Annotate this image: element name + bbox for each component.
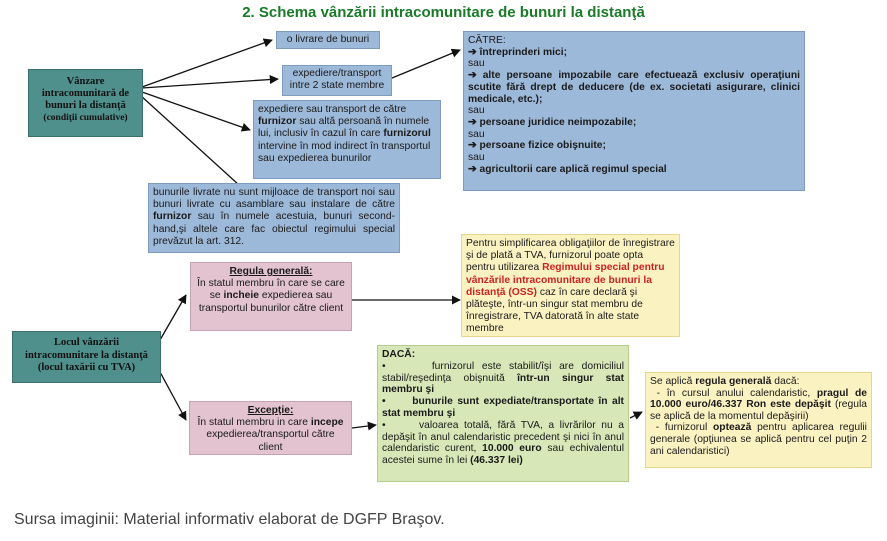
general-l2-b: optează: [712, 422, 752, 434]
recipient-text-2: alte persoane impozabile care efectuează…: [468, 70, 800, 105]
arrow-to-cond4: [139, 94, 251, 196]
rule-bold: incheie: [223, 290, 259, 302]
if-c3-a: valoarea totală, fără TVA, a livrărilor …: [382, 419, 624, 455]
recipient-item-2: ➔ alte persoane impozabile care efectuea…: [468, 70, 800, 105]
cond3-p3: intervine în mod indirect în transportul…: [258, 140, 431, 164]
oss-regime-highlight: Regimului special pentru vânzările intra…: [466, 262, 665, 298]
place-line2: intracomunitare la distanţă: [25, 349, 148, 361]
image-caption: Sursa imaginii: Material informativ elab…: [14, 511, 445, 528]
arrow-to-exception: [159, 371, 187, 421]
general-item-1: - în cursul anului calendaristic, pragul…: [650, 388, 867, 423]
recipients-box: CĂTRE: ➔ întreprinderi mici; sau ➔ alte …: [463, 31, 805, 191]
cond3-furnizor1: furnizor: [258, 116, 297, 128]
arrow-right-icon: ➔: [468, 70, 477, 82]
if-c1-b: într-un singur stat membru şi: [382, 372, 624, 396]
recipient-text-5: agricultorii care aplică regimul special: [479, 163, 667, 175]
condition-supply-text: o livrare de bunuri: [286, 34, 370, 45]
sale-box: Vânzare intracomunitară de bunuri la dis…: [28, 69, 143, 137]
recipient-item-5: ➔ agricultorii care aplică regimul speci…: [468, 164, 800, 176]
exception-box: Excepţie: În statul membru in care incep…: [189, 401, 352, 455]
recipient-text-1: întreprinderi mici;: [479, 46, 568, 58]
if-c1-a: furnizorul este stabilit/îşi are domicil…: [382, 360, 624, 384]
general-l1-c: (regula se aplică de la momentul depăşir…: [650, 399, 867, 422]
condition-transport: expediere/transport intre 2 state membre: [282, 65, 392, 96]
rule-p1: În statul membru în care se care se: [197, 278, 345, 302]
if-condition-1: • furnizorul este stabilit/îşi are domic…: [382, 361, 624, 396]
arrow-to-cond3: [141, 91, 251, 132]
if-c3-b: 10.000 euro: [482, 443, 542, 455]
general-item-2: - furnizorul optează pentru aplicarea re…: [650, 422, 867, 457]
page-title: 2. Schema vânzării intracomunitare de bu…: [242, 4, 645, 21]
recipient-item-3: ➔ persoane juridice neimpozabile;: [468, 117, 800, 129]
arrow-to-cond1: [141, 38, 273, 88]
if-condition-3: • valoarea totală, fără TVA, a livrărilo…: [382, 420, 624, 467]
recipient-item-4: ➔ persoane fizice obişnuite;: [468, 140, 800, 152]
bullet-icon: •: [382, 360, 386, 372]
cond4-furnizor: furnizor: [153, 211, 192, 223]
general-l1-a: - în cursul anului calendaristic,: [656, 387, 811, 399]
sale-line2: intracomunitară de: [41, 88, 130, 99]
recipients-heading: CĂTRE:: [468, 35, 506, 46]
general-p2: dacă:: [774, 376, 800, 387]
oss-p1: Pentru simplificarea obligaţiilor de înr…: [466, 238, 675, 274]
place-line1: Locul vânzării: [53, 337, 120, 348]
conditions-if-box: DACĂ: • furnizorul este stabilit/îşi are…: [377, 345, 629, 482]
arrow-right-icon: ➔: [468, 163, 477, 175]
or-label-3: sau: [468, 128, 485, 140]
arrow-right-icon: ➔: [468, 140, 477, 152]
arrow-to-if: [351, 421, 377, 431]
bullet-icon: •: [382, 419, 386, 431]
if-condition-2: • bunurile sunt expediate/transportate î…: [382, 396, 624, 420]
if-c2: bunurile sunt expediate/transportate în …: [382, 396, 624, 419]
place-box: Locul vânzării intracomunitare la distan…: [12, 331, 161, 383]
cond4-p1: bunurile livrate nu sunt mijloace de tra…: [153, 187, 395, 211]
bullet-icon: •: [382, 396, 386, 408]
oss-box: Pentru simplificarea obligaţiilor de înr…: [461, 234, 680, 337]
cond3-furnizor2: furnizorul: [383, 128, 431, 140]
recipient-text-3: persoane juridice neimpozabile;: [479, 116, 637, 128]
recipient-item-1: ➔ întreprinderi mici;: [468, 47, 800, 59]
general-rule-box: Regula generală: În statul membru în car…: [190, 262, 352, 331]
cond3-p2: sau altă persoană în numele lui, inclusi…: [258, 116, 430, 140]
condition-supply: o livrare de bunuri: [276, 31, 380, 49]
arrow-to-recipients: [391, 48, 461, 79]
oss-p2: caz în care declară şi plăteşte, într-un…: [466, 286, 643, 335]
if-c3-d: (46.337 lei): [470, 455, 523, 467]
general-rule-applies-box: Se aplică regula generală dacă: - în cur…: [645, 372, 872, 468]
general-l2-a: - furnizorul: [655, 422, 708, 434]
exception-bold: incepe: [310, 417, 344, 429]
arrow-to-cond2: [141, 75, 279, 89]
if-c3-c: sau echivalentul acestei sume în lei: [382, 443, 624, 467]
arrow-to-general: [629, 411, 643, 420]
or-label-2: sau: [468, 105, 485, 117]
sale-line4: (condiţii cumulative): [43, 113, 128, 123]
sale-line3: bunuri la distanţă: [45, 100, 126, 111]
or-label-1: sau: [468, 58, 485, 70]
general-bold1: regula generală: [695, 376, 772, 387]
arrow-right-icon: ➔: [468, 46, 477, 58]
general-l1-b: pragul de 10.000 euro/46.337 Ron este de…: [650, 387, 867, 411]
condition-transport-text: expediere/transport intre 2 state membre: [289, 68, 385, 92]
exception-p1: În statul membru in care: [197, 417, 308, 429]
if-heading: DACĂ:: [382, 349, 416, 360]
exception-title: Excepţie:: [247, 405, 294, 416]
condition-dispatch: expediere sau transport de către furnizo…: [253, 100, 441, 179]
rule-p2: expedierea sau transportul bunurilor căt…: [198, 290, 344, 314]
sale-line1: Vânzare: [66, 76, 105, 87]
exception-p2: expedierea/transportul către client: [206, 429, 335, 453]
rule-title: Regula generală:: [229, 266, 313, 277]
arrow-right-icon: ➔: [468, 116, 477, 128]
recipient-text-4: persoane fizice obişnuite;: [479, 140, 606, 152]
condition-goods: bunurile livrate nu sunt mijloace de tra…: [148, 183, 400, 253]
arrow-to-rule: [159, 294, 187, 341]
or-label-4: sau: [468, 152, 485, 164]
general-p1: Se aplică: [650, 376, 693, 387]
general-l2-c: pentru aplicarea regulii generale (opţiu…: [650, 422, 867, 457]
cond4-p2: sau în numele acestuia, bunuri second-ha…: [153, 211, 395, 247]
cond3-p1: expediere sau transport de către: [258, 104, 407, 115]
place-line3: (locul taxării cu TVA): [37, 362, 136, 373]
